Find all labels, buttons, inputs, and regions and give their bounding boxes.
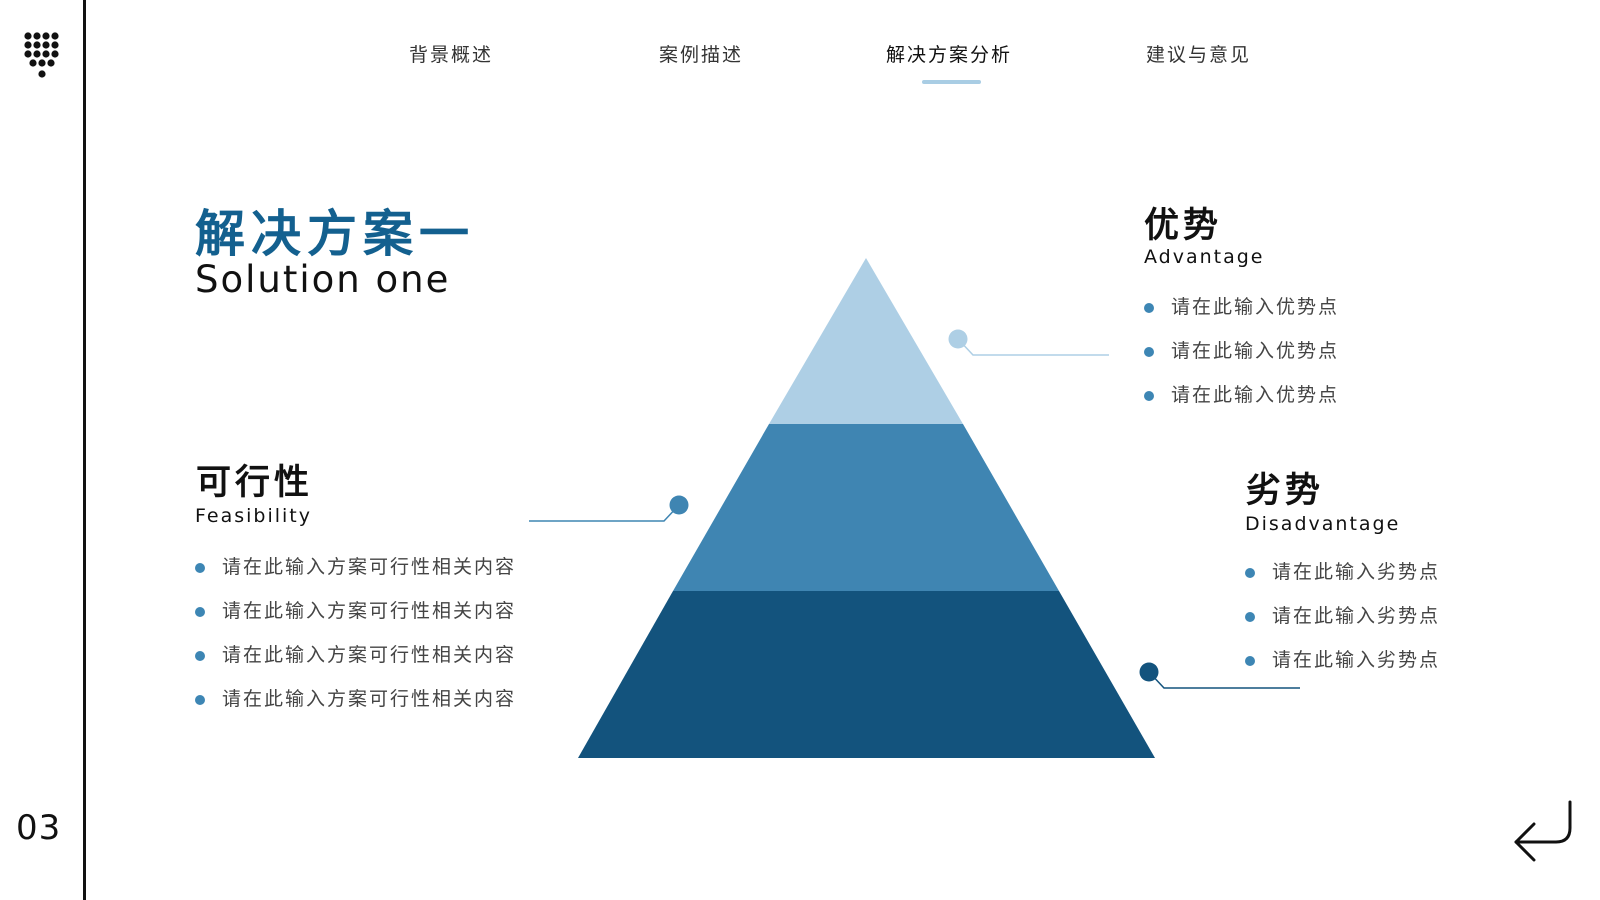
feasibility-list: 请在此输入方案可行性相关内容 请在此输入方案可行性相关内容 请在此输入方案可行性…: [195, 556, 516, 732]
bullet-dot-icon: [1144, 347, 1154, 357]
feasibility-connector-line: [529, 504, 680, 522]
disadvantage-title: 劣势: [1246, 471, 1325, 511]
feasibility-connector-dot: [669, 495, 689, 515]
list-item: 请在此输入劣势点: [1245, 561, 1440, 605]
page-title: 解决方案一: [195, 205, 475, 263]
list-item: 请在此输入劣势点: [1245, 605, 1440, 649]
bullet-dot-icon: [195, 695, 205, 705]
bullet-dot-icon: [1245, 568, 1255, 578]
bullet-dot-icon: [1245, 656, 1255, 666]
dot-grid-menu-icon[interactable]: [22, 30, 64, 82]
bullet-dot-icon: [195, 607, 205, 617]
bullet-dot-icon: [1144, 303, 1154, 313]
list-item: 请在此输入优势点: [1144, 340, 1339, 384]
nav-tab-case-description[interactable]: 案例描述: [659, 44, 744, 66]
advantage-subtitle: Advantage: [1144, 246, 1265, 268]
nav-tab-solution-analysis[interactable]: 解决方案分析: [886, 44, 1013, 66]
bullet-dot-icon: [1245, 612, 1255, 622]
advantage-connector-line: [957, 338, 1109, 356]
advantage-connector-dot: [948, 329, 968, 349]
list-item: 请在此输入优势点: [1144, 384, 1339, 428]
pyramid-tier-bottom: [578, 591, 1155, 758]
list-item: 请在此输入优势点: [1144, 296, 1339, 340]
list-item: 请在此输入劣势点: [1245, 649, 1440, 693]
list-item: 请在此输入方案可行性相关内容: [195, 644, 516, 688]
advantage-title: 优势: [1144, 206, 1223, 246]
disadvantage-list: 请在此输入劣势点 请在此输入劣势点 请在此输入劣势点: [1245, 561, 1440, 693]
return-arrow-icon[interactable]: [1510, 798, 1582, 864]
bullet-dot-icon: [1144, 391, 1154, 401]
disadvantage-connector-dot: [1139, 662, 1159, 682]
nav-tab-suggestions[interactable]: 建议与意见: [1146, 44, 1252, 66]
left-divider-line: [83, 0, 86, 900]
pyramid-tier-middle: [673, 424, 1059, 591]
feasibility-title: 可行性: [196, 463, 314, 503]
pyramid-tier-top: [769, 258, 963, 424]
list-item: 请在此输入方案可行性相关内容: [195, 688, 516, 732]
page-subtitle: Solution one: [195, 258, 451, 301]
advantage-list: 请在此输入优势点 请在此输入优势点 请在此输入优势点: [1144, 296, 1339, 428]
bullet-dot-icon: [195, 651, 205, 661]
feasibility-subtitle: Feasibility: [195, 505, 312, 527]
nav-tab-background[interactable]: 背景概述: [409, 44, 494, 66]
active-tab-indicator: [922, 80, 981, 84]
list-item: 请在此输入方案可行性相关内容: [195, 600, 516, 644]
bullet-dot-icon: [195, 563, 205, 573]
list-item: 请在此输入方案可行性相关内容: [195, 556, 516, 600]
disadvantage-subtitle: Disadvantage: [1245, 513, 1401, 535]
page-number: 03: [16, 808, 62, 848]
